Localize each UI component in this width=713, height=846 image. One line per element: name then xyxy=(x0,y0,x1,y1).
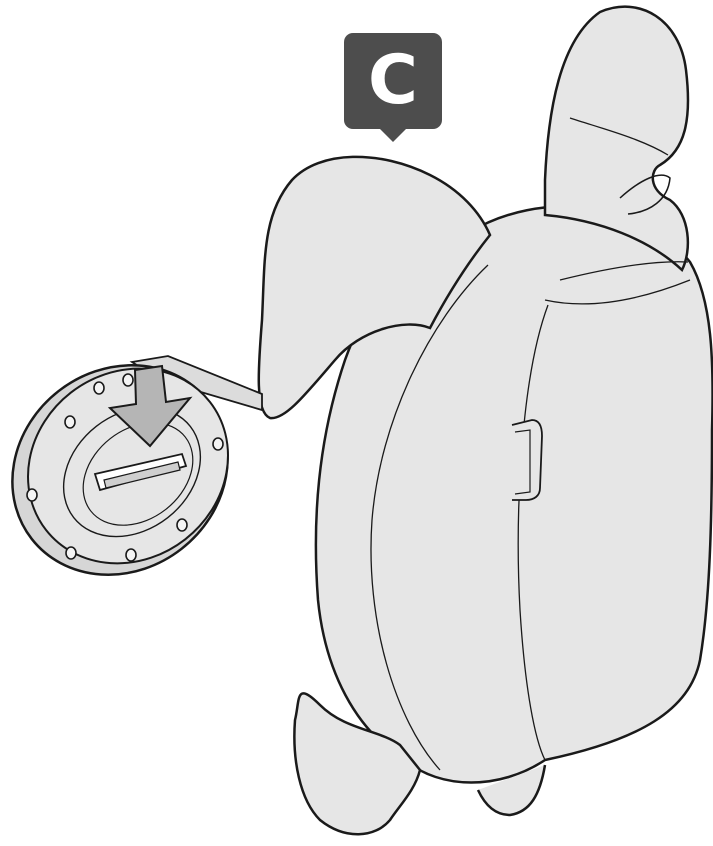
zoom-disc xyxy=(11,364,229,576)
screw-hole xyxy=(93,381,105,395)
body-seam-outer xyxy=(370,264,489,771)
step-letter: C xyxy=(368,41,418,120)
side-port-inner xyxy=(514,429,531,495)
screw-hole xyxy=(64,415,76,429)
screw-hole xyxy=(122,373,134,387)
side-port xyxy=(511,419,543,501)
left-limb xyxy=(257,155,492,420)
top-limb xyxy=(543,5,690,273)
bottom-limb xyxy=(293,692,422,836)
connector-slot-icon xyxy=(93,452,188,492)
down-arrow-icon xyxy=(107,364,193,448)
screw-hole xyxy=(125,548,137,562)
screw-hole xyxy=(26,488,38,502)
screw-holes xyxy=(26,373,224,562)
step-badge: C xyxy=(344,33,442,142)
side-tab xyxy=(619,174,671,215)
body-ridge xyxy=(544,279,691,305)
body-ridge-upper xyxy=(559,261,689,281)
top-limb-crease xyxy=(569,117,669,156)
bottom-tab xyxy=(476,764,547,817)
screw-hole xyxy=(176,518,188,532)
screw-hole xyxy=(212,437,224,451)
body-seam-inner xyxy=(517,304,549,761)
screw-hole xyxy=(65,546,77,560)
